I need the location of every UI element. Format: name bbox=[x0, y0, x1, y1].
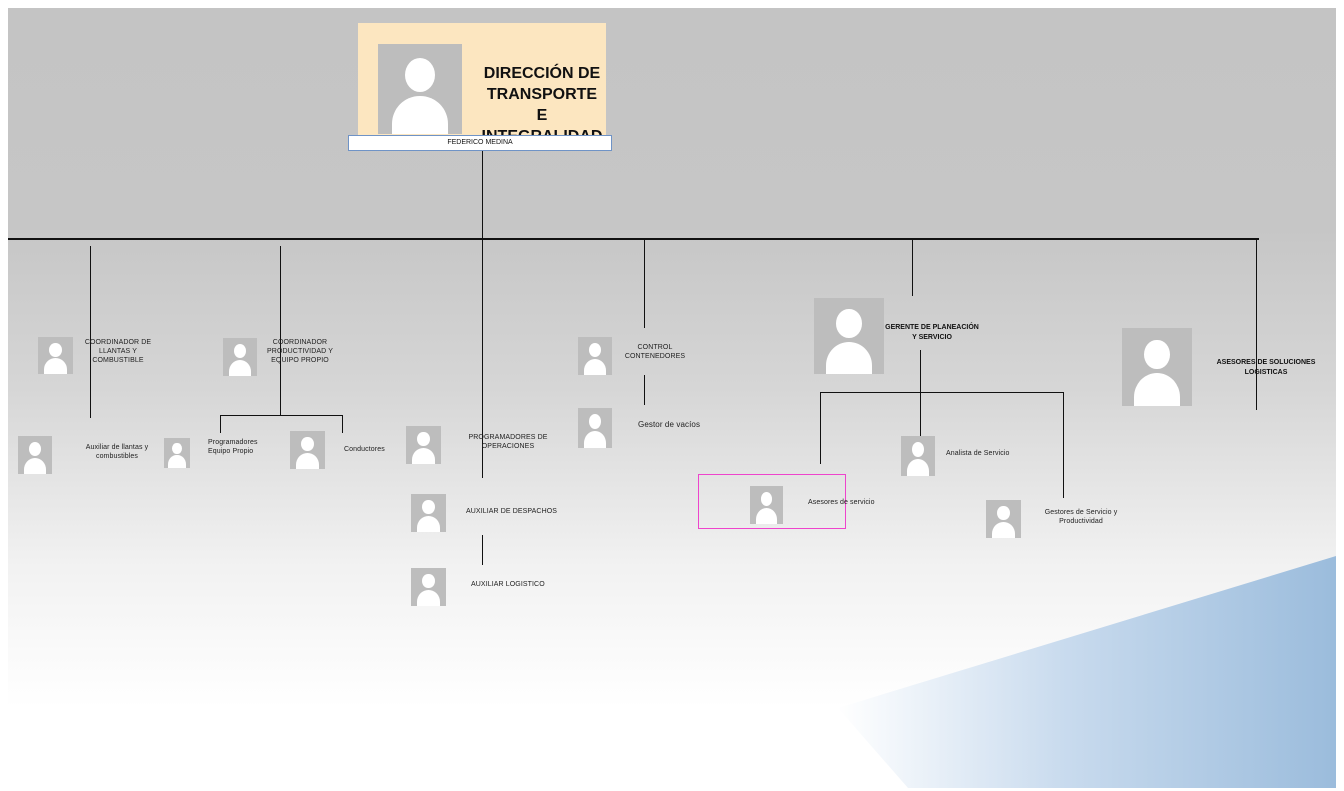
analista-servicio-label: Analista de Servicio bbox=[946, 450, 1010, 457]
connector-line bbox=[280, 246, 281, 416]
connector-line bbox=[220, 415, 221, 433]
person-silhouette-icon bbox=[378, 44, 462, 134]
person-silhouette-icon bbox=[38, 337, 73, 374]
person-silhouette-icon bbox=[290, 431, 325, 469]
connector-line bbox=[820, 392, 1064, 393]
auxiliar-llantas-label: Auxiliar de llantas y combustibles bbox=[85, 444, 149, 460]
decorative-blue-wedge bbox=[838, 556, 1336, 788]
connector-line bbox=[912, 240, 913, 296]
gestores-servicio-label: Gestores de Servicio y Productividad bbox=[1044, 509, 1118, 525]
gerente-planeacion-label: GERENTE DE PLANEACIÓN Y SERVICIO bbox=[885, 324, 979, 341]
conductores-label: Conductores bbox=[344, 446, 385, 453]
coordinador-llantas-label: COORDINADOR DE LLANTAS Y COMBUSTIBLE bbox=[84, 339, 152, 364]
person-silhouette-icon bbox=[750, 486, 783, 524]
person-silhouette-icon bbox=[1122, 328, 1192, 406]
person-silhouette-icon bbox=[411, 568, 446, 606]
asesores-soluciones-label: ASESORES DE SOLUCIONES LOGISTICAS bbox=[1216, 359, 1316, 376]
person-silhouette-icon bbox=[223, 338, 257, 376]
connector-line bbox=[482, 240, 483, 478]
coordinador-productividad-label: COORDINADOR PRODUCTIVIDAD Y EQUIPO PROPI… bbox=[267, 339, 333, 364]
programadores-equipo-label: Programadores Equipo Propio bbox=[208, 439, 258, 455]
auxiliar-despachos-label: AUXILIAR DE DESPACHOS bbox=[466, 508, 558, 515]
connector-line bbox=[1256, 240, 1257, 410]
person-silhouette-icon bbox=[814, 298, 884, 374]
org-chart: DIRECCIÓN DE TRANSPORTE E INTEGRALIDAD F… bbox=[8, 8, 1336, 788]
asesores-servicio-label[interactable]: Asesores de servicio bbox=[808, 499, 875, 506]
person-silhouette-icon bbox=[986, 500, 1021, 538]
connector-line bbox=[342, 415, 343, 433]
director-name: FEDERICO MEDINA bbox=[348, 135, 612, 151]
programadores-operaciones-label: PROGRAMADORES DE OPERACIONES bbox=[468, 434, 548, 450]
connector-line bbox=[220, 415, 343, 416]
connector-line bbox=[644, 240, 645, 328]
auxiliar-logistico-label: AUXILIAR LOGISTICO bbox=[471, 581, 545, 588]
connector-line bbox=[482, 535, 483, 565]
person-silhouette-icon bbox=[164, 438, 190, 468]
person-silhouette-icon bbox=[578, 337, 612, 375]
person-silhouette-icon bbox=[411, 494, 446, 532]
connector-line bbox=[820, 392, 821, 464]
connector-line bbox=[482, 140, 483, 240]
connector-line bbox=[1063, 392, 1064, 498]
person-silhouette-icon bbox=[578, 408, 612, 448]
director-card: DIRECCIÓN DE TRANSPORTE E INTEGRALIDAD bbox=[358, 23, 606, 145]
person-silhouette-icon bbox=[406, 426, 441, 464]
person-silhouette-icon bbox=[18, 436, 52, 474]
connector-line bbox=[644, 375, 645, 405]
connector-line bbox=[8, 238, 1259, 240]
gestor-vacios-label: Gestor de vacíos bbox=[638, 420, 701, 429]
control-contenedores-label: CONTROL CONTENEDORES bbox=[624, 344, 686, 360]
connector-line bbox=[90, 246, 91, 418]
connector-line bbox=[920, 350, 921, 436]
selected-position-highlight bbox=[698, 474, 846, 529]
person-silhouette-icon bbox=[901, 436, 935, 476]
